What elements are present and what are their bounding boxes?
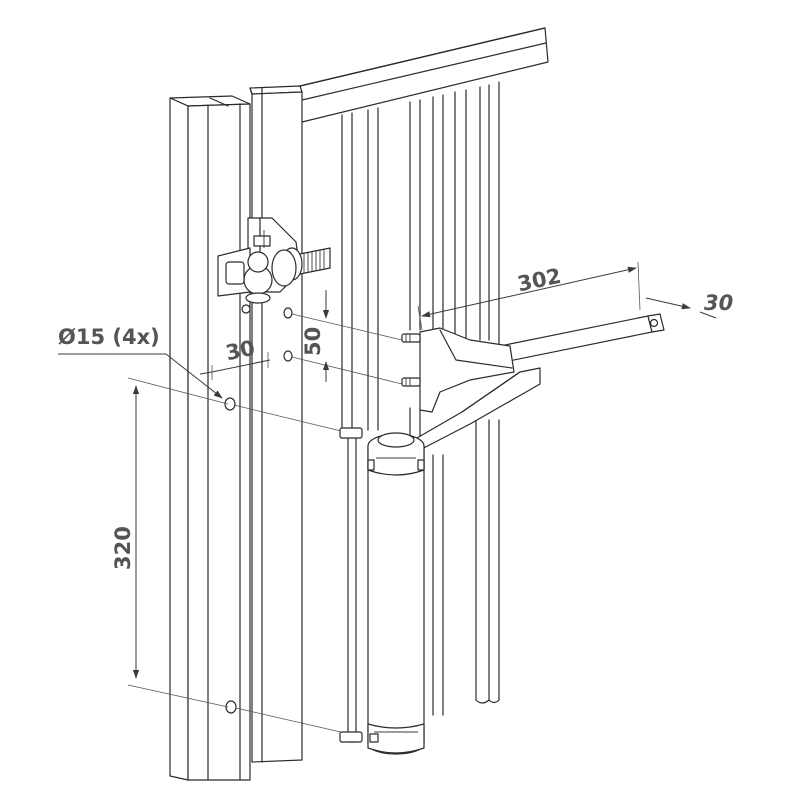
label-arm-width: 30 [704,291,733,315]
alignment-lines [127,313,403,734]
label-hole-spacing: 50 [301,327,325,356]
fixed-post [169,95,251,781]
gate-closer [339,427,425,755]
threaded-bolt [299,247,331,275]
hole-post-upper [224,397,236,411]
label-bracket-spacing: 320 [111,526,135,570]
label-hole-diameter: Ø15 (4x) [58,325,160,349]
dimensions: 302 30 50 30 Ø15 (4x) 320 [58,261,733,679]
hole-upper-2 [283,350,293,362]
label-arm-length: 302 [515,264,563,297]
bracket-studs [401,333,421,387]
label-offset-width: 30 [224,336,258,366]
arm-assembly [401,313,665,453]
hinge-assembly [217,217,331,314]
hole-post-lower [225,700,237,714]
mounting-holes [224,307,293,714]
hole-upper-1 [283,307,293,319]
dim-line-arm-length [421,266,637,318]
gate-stile [249,85,303,763]
